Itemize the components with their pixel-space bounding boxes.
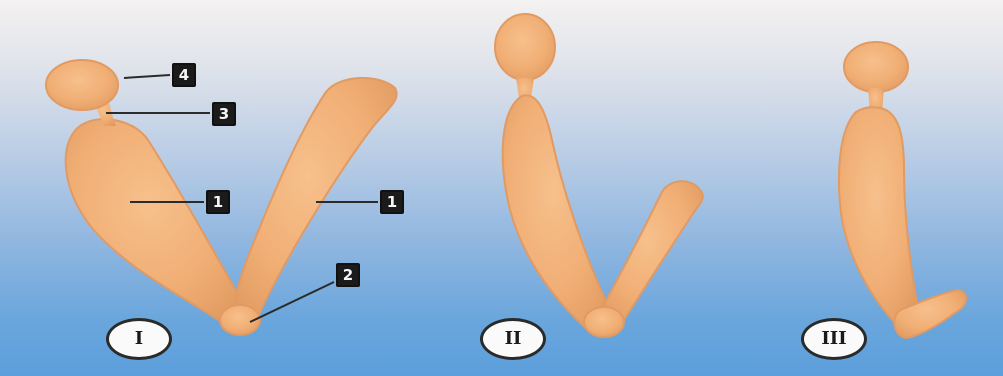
stage-2-joint [584, 307, 624, 337]
callout-4: 4 [172, 63, 196, 87]
stage-2-arm [602, 181, 703, 327]
stage-2-body [503, 95, 615, 336]
callout-1-right: 1 [380, 190, 404, 214]
callout-3: 3 [212, 102, 236, 126]
stage-number-1: I [106, 318, 172, 360]
stage-3-head [844, 42, 908, 92]
stage-1-head [46, 60, 118, 110]
callout-2: 2 [336, 263, 360, 287]
pointer-4 [124, 75, 170, 78]
stage-1-left-arm [66, 119, 250, 329]
stage-3-figure [839, 42, 966, 338]
stage-2-head [495, 14, 555, 80]
callout-1-left: 1 [206, 190, 230, 214]
stage-number-3: III [801, 318, 867, 360]
stage-1-right-arm [234, 78, 397, 324]
stage-2-figure [495, 14, 703, 337]
stage-3-body [839, 107, 920, 329]
stage-number-2: II [480, 318, 546, 360]
